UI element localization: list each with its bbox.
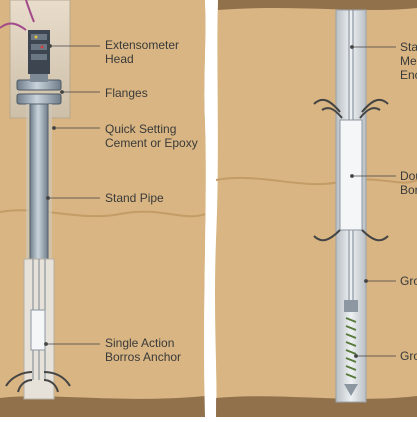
head-segment	[31, 44, 47, 50]
anchor-body	[30, 309, 46, 351]
label-line: Single Action	[105, 336, 175, 350]
left-leaders	[44, 44, 100, 346]
extensometer-head	[28, 30, 50, 74]
right-ground-top	[218, 0, 417, 10]
tip	[344, 384, 358, 396]
label-line: Borros Anchor	[105, 350, 182, 364]
label-line: Extensometer	[105, 38, 180, 52]
head-indicator	[34, 35, 38, 39]
label-line: Cement or Epoxy	[105, 136, 198, 150]
head-indicator	[40, 45, 44, 49]
flange-bottom	[16, 93, 62, 105]
coil	[345, 317, 357, 379]
anchor-prong-right	[43, 371, 71, 387]
label-line: Stand Pipe	[105, 191, 164, 205]
anchor-prong-left-2	[17, 379, 33, 393]
right-leaders	[350, 45, 396, 358]
label-stainless: Sta Me Enc	[400, 40, 417, 82]
label-line: Enc	[400, 68, 417, 82]
label-line: Sta	[400, 40, 417, 54]
anchor-prong-left	[5, 371, 33, 387]
right-ground-bottom	[216, 396, 417, 417]
right-soil	[215, 0, 417, 417]
lower-prong-right	[361, 229, 389, 242]
label-line: Head	[105, 52, 134, 66]
label-anchor: Single Action Borros Anchor	[105, 336, 181, 364]
flange-neck	[30, 74, 48, 82]
coupler	[344, 300, 358, 312]
upper-prong-left	[313, 98, 341, 113]
label-cement: Quick Setting Cement or Epoxy	[105, 122, 198, 150]
head-segment	[31, 54, 47, 60]
label-line: Bor	[400, 183, 417, 197]
cable-2	[25, 0, 35, 23]
label-grout-2: Gro	[400, 349, 417, 363]
label-line: Quick Setting	[105, 122, 177, 136]
anchor-prong-right-2	[43, 379, 59, 393]
head-segment	[31, 34, 47, 40]
label-line: Gro	[400, 274, 417, 288]
label-line: Me	[400, 54, 417, 68]
upper-prong-right-2	[359, 107, 381, 119]
left-ground-bottom	[0, 396, 205, 417]
label-stand-pipe: Stand Pipe	[105, 191, 164, 205]
label-line: Flanges	[105, 86, 148, 100]
label-double: Dou Bor	[400, 169, 417, 197]
lower-prong-left	[313, 229, 341, 242]
label-flanges: Flanges	[105, 86, 148, 100]
label-extensometer-head: Extensometer Head	[105, 38, 179, 66]
label-line: Gro	[400, 349, 417, 363]
cable	[0, 22, 27, 31]
label-line: Dou	[400, 169, 417, 183]
stand-pipe	[29, 103, 49, 260]
label-grout-1: Gro	[400, 274, 417, 288]
panel-divider	[204, 0, 218, 417]
upper-prong-left-2	[321, 107, 343, 119]
upper-prong-right	[361, 98, 389, 113]
